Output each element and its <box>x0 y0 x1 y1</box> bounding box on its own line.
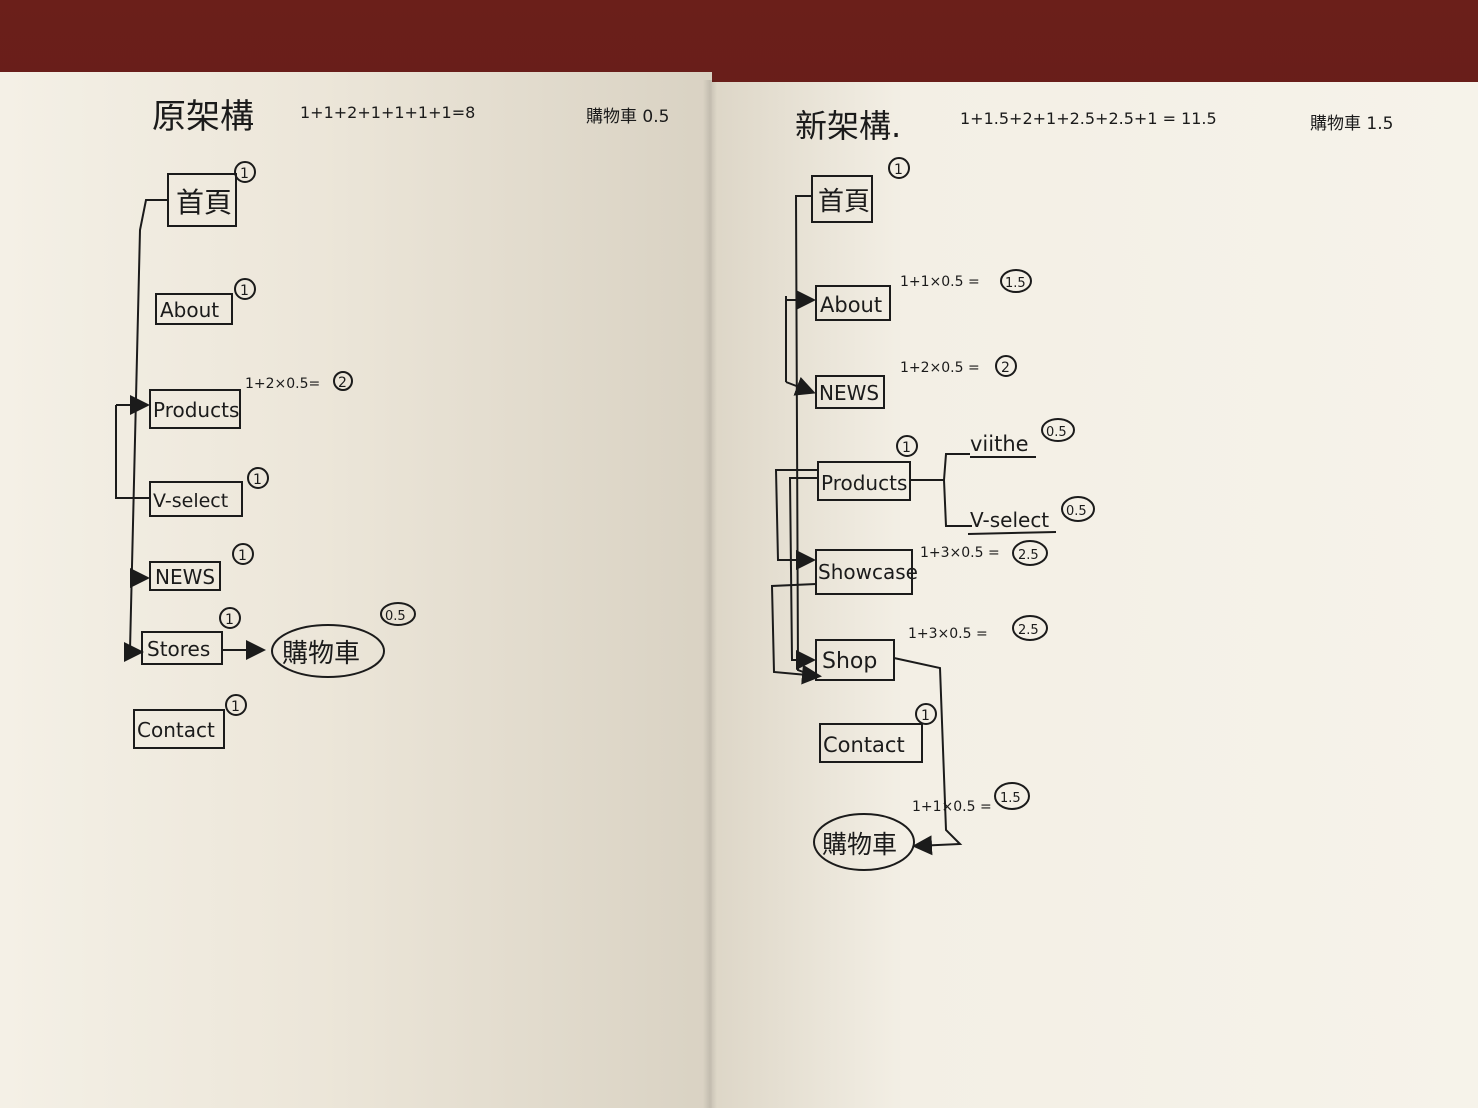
left-trunk-line <box>129 199 168 651</box>
right-node-products-score: 1 <box>902 440 911 456</box>
right-node-about: About 1+1×0.5 = 1.5 <box>815 269 1032 321</box>
left-node-cart: 購物車 0.5 <box>271 602 416 678</box>
left-node-cart-score: 0.5 <box>385 609 406 624</box>
right-node-about-label: About <box>820 293 882 317</box>
left-node-stores-label: Stores <box>147 637 210 661</box>
right-node-cart-result: 1.5 <box>1000 791 1021 806</box>
right-formula: 1+1.5+2+1+2.5+2.5+1 = 11.5 <box>960 109 1217 128</box>
right-node-cart-label: 購物車 <box>822 830 897 859</box>
right-node-showcase-label: Showcase <box>818 560 918 584</box>
right-title: 新架構. <box>795 107 901 145</box>
right-node-viithe: viithe 0.5 <box>970 418 1075 458</box>
right-node-products: Products 1 <box>817 435 918 501</box>
left-node-vselect-label: V-select <box>153 490 228 512</box>
left-node-home: 首頁 1 <box>167 161 256 227</box>
right-node-vselect-label: V-select <box>970 508 1049 532</box>
left-node-news: NEWS 1 <box>149 543 254 591</box>
right-node-news-label: NEWS <box>819 381 879 405</box>
right-node-contact-score: 1 <box>921 708 930 724</box>
right-node-home: 首頁 1 <box>811 157 910 223</box>
right-node-vselect: V-select 0.5 <box>967 496 1095 535</box>
right-node-products-label: Products <box>821 471 907 495</box>
right-node-showcase: Showcase 1+3×0.5 = 2.5 <box>815 540 1048 595</box>
right-node-shop-result: 2.5 <box>1018 623 1039 638</box>
right-node-showcase-result: 2.5 <box>1018 548 1039 563</box>
left-node-products-calc: 1+2×0.5= <box>245 376 320 392</box>
right-node-shop-label: Shop <box>822 649 877 674</box>
left-header: 原架構 1+1+2+1+1+1+1=8 購物車 0.5 <box>152 97 669 137</box>
right-node-contact-label: Contact <box>823 733 905 757</box>
right-node-viithe-label: viithe <box>970 432 1029 456</box>
left-node-cart-label: 購物車 <box>282 639 360 669</box>
right-arrow-cart <box>893 657 963 856</box>
right-products-vselect-link <box>943 479 972 527</box>
left-node-about: About 1 <box>155 278 256 325</box>
left-node-news-score: 1 <box>238 548 247 564</box>
left-node-home-label: 首頁 <box>176 186 232 219</box>
notebook-page-left <box>0 72 712 1108</box>
left-node-vselect: V-select 1 <box>149 467 269 517</box>
right-node-shop: Shop 1+3×0.5 = 2.5 <box>815 615 1048 681</box>
right-node-viithe-score: 0.5 <box>1046 425 1067 440</box>
right-arrow-showcase <box>774 469 818 570</box>
right-arrow-shop-from-products <box>788 477 818 670</box>
left-node-contact-score: 1 <box>231 699 240 715</box>
left-node-about-label: About <box>160 298 219 322</box>
right-node-about-calc: 1+1×0.5 = <box>900 274 980 290</box>
left-node-contact-label: Contact <box>137 718 215 742</box>
left-node-products-result: 2 <box>338 375 347 391</box>
right-node-contact: Contact 1 <box>819 703 937 763</box>
right-node-showcase-calc: 1+3×0.5 = <box>920 545 1000 561</box>
right-arrow-news <box>785 376 816 396</box>
right-node-cart-calc: 1+1×0.5 = <box>912 799 992 815</box>
right-node-about-result: 1.5 <box>1005 276 1026 291</box>
right-node-news-result: 2 <box>1001 360 1010 376</box>
right-node-vselect-score: 0.5 <box>1066 504 1087 519</box>
left-node-contact: Contact 1 <box>133 694 247 749</box>
right-arrow-shop-from-showcase <box>770 583 822 685</box>
left-node-about-score: 1 <box>240 283 249 299</box>
left-node-stores-score: 1 <box>225 612 234 628</box>
right-node-cart: 購物車 1+1×0.5 = 1.5 <box>813 782 1030 871</box>
right-cart-note: 購物車 1.5 <box>1310 114 1393 134</box>
right-node-home-label: 首頁 <box>818 187 870 217</box>
left-title: 原架構 <box>152 97 254 137</box>
notebook-gutter <box>703 80 717 1108</box>
left-node-home-score: 1 <box>240 166 249 182</box>
right-trunk-line <box>794 195 815 677</box>
right-node-home-score: 1 <box>894 162 903 178</box>
right-header: 新架構. 1+1.5+2+1+2.5+2.5+1 = 11.5 購物車 1.5 <box>795 107 1393 145</box>
left-node-news-label: NEWS <box>155 565 215 589</box>
left-node-vselect-score: 1 <box>253 472 262 488</box>
left-node-stores: Stores 1 <box>141 607 241 665</box>
right-node-news: NEWS 1+2×0.5 = 2 <box>815 355 1017 409</box>
right-node-shop-calc: 1+3×0.5 = <box>908 626 988 642</box>
left-products-vselect-link <box>115 405 150 499</box>
right-node-news-calc: 1+2×0.5 = <box>900 360 980 376</box>
right-products-viithe-link <box>910 453 970 481</box>
left-cart-note: 購物車 0.5 <box>586 107 669 127</box>
left-node-products: Products 1+2×0.5= 2 <box>149 371 353 429</box>
left-node-products-label: Products <box>153 398 239 422</box>
left-formula: 1+1+2+1+1+1+1=8 <box>300 103 475 122</box>
